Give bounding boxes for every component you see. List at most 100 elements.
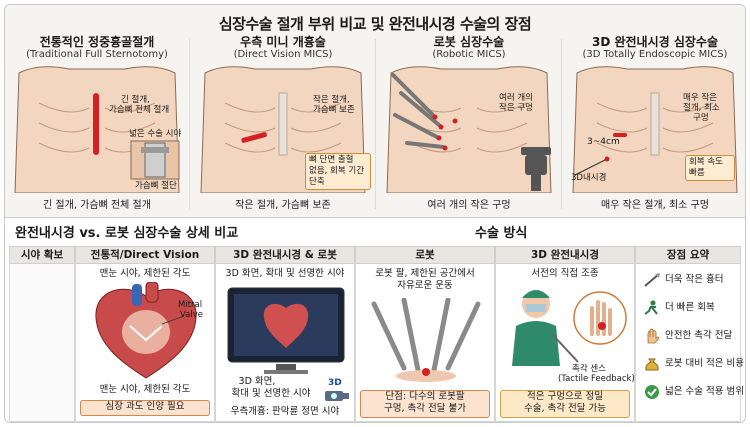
advantage-item: 넓은 수술 적용 범위 bbox=[641, 382, 745, 402]
robot-top-2: 자유로운 운동 bbox=[397, 280, 453, 291]
robot-warning: 단점: 다수의 로봇팔 구멍, 촉각 전달 불가 bbox=[360, 390, 490, 418]
panel-sternotomy: 전통적인 정중흉골절개 (Traditional Full Sternotomy… bbox=[9, 35, 185, 215]
endoscopic-incision bbox=[613, 133, 627, 137]
3d-advantage-line: 수술, 촉각 전달 가능 bbox=[524, 403, 606, 414]
advantage-item: 로봇 대비 적은 비용 bbox=[641, 354, 745, 374]
3d-method-top: 서전의 직접 조종 bbox=[531, 268, 599, 279]
robot-arms-illustration bbox=[371, 298, 481, 382]
direct-bottom-text: 맨눈 시야, 제한된 각도 bbox=[99, 384, 191, 395]
scope-label: 3D내시경 bbox=[571, 173, 607, 183]
heart-valve-illustration bbox=[95, 282, 197, 379]
incision-comparison-section: 심장수술 절개 부위 비교 및 완전내시경 수술의 장점 전통적인 정중흉골절개… bbox=[5, 5, 745, 217]
infographic: 심장수술 절개 부위 비교 및 완전내시경 수술의 장점 전통적인 정중흉골절개… bbox=[4, 4, 746, 423]
panel-title: 로봇 심장수술 bbox=[433, 35, 505, 49]
chip-recovery: 뼈 단면 출혈 없음, 회복 기간 단축 bbox=[305, 153, 371, 190]
panel-title: 전통적인 정중흉골절개 bbox=[39, 35, 155, 49]
camera-icon bbox=[325, 391, 349, 401]
direct-vision-cell: 맨눈 시야, 제한된 각도 Mitral Valve 맨눈 시야, 제한된 각도… bbox=[75, 264, 215, 422]
robot-top-1: 로봇 팔, 제한된 공간에서 bbox=[375, 268, 475, 279]
divider bbox=[375, 39, 376, 209]
robot-warning-line: 단점: 다수의 로봇팔 bbox=[385, 391, 465, 402]
robot-method-cell: 로봇 팔, 제한된 공간에서 자유로운 운동 단점: 다수의 로봇팔 구멍, 촉… bbox=[355, 264, 495, 422]
tactile-label: 촉각 센스 bbox=[572, 364, 606, 374]
compare-title: 완전내시경 vs. 로봇 심장수술 상세 비교 bbox=[15, 226, 239, 241]
advantage-label: 더 빠른 회복 bbox=[665, 302, 715, 313]
panel-footer: 작은 절개, 가슴뼈 보존 bbox=[235, 200, 331, 211]
mics-incision bbox=[241, 132, 267, 143]
panel-subtitle: (3D Totally Endoscopic MICS) bbox=[582, 49, 728, 60]
note-small-holes: 작은 구멍 bbox=[499, 103, 533, 113]
note-small-incision: 작은 절개, bbox=[313, 95, 350, 105]
chip-fast-recovery: 회복 속도 빠름 bbox=[685, 155, 735, 181]
advantages-cell bbox=[635, 264, 741, 422]
page-title: 심장수술 절개 부위 비교 및 완전내시경 수술의 장점 bbox=[218, 15, 532, 33]
3d-method-cell: 서전의 직접 조종 촉각 센스 (Tactile Feedback) 적은 구멍… bbox=[495, 264, 635, 422]
note-minimal: 절개, 최소 bbox=[683, 103, 720, 113]
divider bbox=[189, 39, 190, 209]
panel-footer: 긴 절개, 가슴뼈 전체 절개 bbox=[43, 200, 151, 211]
divider bbox=[561, 39, 562, 209]
panel-title: 우측 미니 개흉술 bbox=[240, 35, 326, 49]
advantage-label: 로봇 대비 적은 비용 bbox=[665, 358, 744, 369]
sternotomy-incision bbox=[93, 93, 99, 155]
direct-top-text: 맨눈 시야, 제한된 각도 bbox=[99, 268, 191, 279]
money-bag-icon bbox=[645, 358, 659, 371]
advantage-item: 더 빠른 회복 bbox=[641, 298, 745, 318]
advantage-label: 안전한 촉각 전달 bbox=[665, 330, 733, 341]
advantage-item: 안전한 촉각 전달 bbox=[641, 326, 745, 346]
valve-label-1: Mitral bbox=[178, 300, 203, 310]
note-multiple: 여러 개의 bbox=[499, 93, 533, 103]
surgeon-illustration bbox=[512, 290, 627, 366]
torso-robotic-illustration bbox=[386, 66, 552, 193]
header-3d-method: 3D 완전내시경 bbox=[495, 246, 635, 264]
view-cell bbox=[9, 264, 75, 422]
3d-advantage-box: 적은 구멍으로 정밀 수술, 촉각 전달 가능 bbox=[500, 390, 630, 418]
header-robot: 로봇 bbox=[355, 246, 495, 264]
hand-touch-icon bbox=[647, 328, 660, 344]
panel-footer: 매우 작은 절개, 최소 구멍 bbox=[601, 200, 709, 211]
note-full-sternum: 가슴뼈 전체 절개 bbox=[109, 105, 170, 115]
chip-line: 없음, 회복 기간 bbox=[309, 166, 365, 176]
check-circle-icon bbox=[645, 385, 659, 399]
note-hole: 구멍 bbox=[693, 113, 709, 123]
panel-title: 3D 완전내시경 심장수술 bbox=[591, 35, 719, 49]
valve-label-2: Valve bbox=[180, 310, 203, 320]
header-direct: 전통적/Direct Vision bbox=[75, 246, 215, 264]
panel-robotic-mics: 로봇 심장수술 (Robotic MICS) 여러 개의 작은 구멍 여러 개의… bbox=[381, 35, 557, 215]
tactile-label-en: (Tactile Feedback) bbox=[558, 374, 635, 384]
direct-warning: 심장 과도 인양 필요 bbox=[80, 400, 210, 416]
method-title: 수술 방식 bbox=[475, 226, 528, 241]
3d-top-text: 3D 화면, 확대 및 선명한 시야 bbox=[225, 268, 345, 279]
running-person-icon bbox=[644, 300, 658, 315]
chip-line: 단축 bbox=[309, 177, 325, 187]
note-very-small: 매우 작은 bbox=[683, 93, 717, 103]
robot-warning-line: 구멍, 촉각 전달 불가 bbox=[384, 403, 466, 414]
note-sternum-cut: 가슴뼈 절단 bbox=[135, 181, 177, 191]
3d-mid-text-2: 확대 및 선명한 시야 bbox=[231, 388, 311, 399]
panel-subtitle: (Robotic MICS) bbox=[432, 49, 506, 60]
monitor-heart-illustration bbox=[227, 287, 345, 374]
3d-advantage-line: 적은 구멍으로 정밀 bbox=[527, 391, 603, 402]
note-wide-view: 넓은 수술 시야 bbox=[129, 129, 182, 139]
detailed-comparison-section: 완전내시경 vs. 로봇 심장수술 상세 비교 수술 방식 시야 확보 전통적/… bbox=[5, 217, 745, 422]
header-view: 시야 확보 bbox=[9, 246, 75, 264]
3d-bottom-text: 우측개흉: 판막륜 정면 시야 bbox=[230, 406, 340, 417]
panel-subtitle: (Traditional Full Sternotomy) bbox=[26, 49, 168, 60]
scalpel-icon bbox=[644, 273, 660, 287]
torso-sternotomy-illustration bbox=[14, 66, 180, 193]
panel-subtitle: (Direct Vision MICS) bbox=[233, 49, 333, 60]
panel-3d-endoscopic: 3D 완전내시경 심장수술 (3D Totally Endoscopic MIC… bbox=[567, 35, 743, 215]
chip-line: 빠름 bbox=[689, 168, 705, 178]
panel-footer: 여러 개의 작은 구멍 bbox=[427, 200, 511, 211]
note-sternum-preserved: 가슴뼈 보존 bbox=[313, 105, 355, 115]
chip-line: 뼈 단면 출혈 bbox=[309, 155, 354, 165]
3d-view-cell: 3D 화면, 확대 및 선명한 시야 3D 화면, 확대 및 선명한 시야 3D… bbox=[215, 264, 355, 422]
header-3d: 3D 완전내시경 & 로봇 bbox=[215, 246, 355, 264]
3d-badge: 3D bbox=[328, 378, 342, 388]
3d-mid-text-1: 3D 화면, bbox=[238, 376, 276, 387]
incision-size-label: 3~4cm bbox=[587, 137, 620, 147]
header-advantages: 장점 요약 bbox=[635, 246, 741, 264]
panel-direct-vision-mics: 우측 미니 개흉술 (Direct Vision MICS) 작은 절개, 가슴… bbox=[195, 35, 371, 215]
advantage-label: 더욱 작은 흉터 bbox=[665, 274, 724, 285]
advantage-label: 넓은 수술 적용 범위 bbox=[665, 386, 744, 397]
